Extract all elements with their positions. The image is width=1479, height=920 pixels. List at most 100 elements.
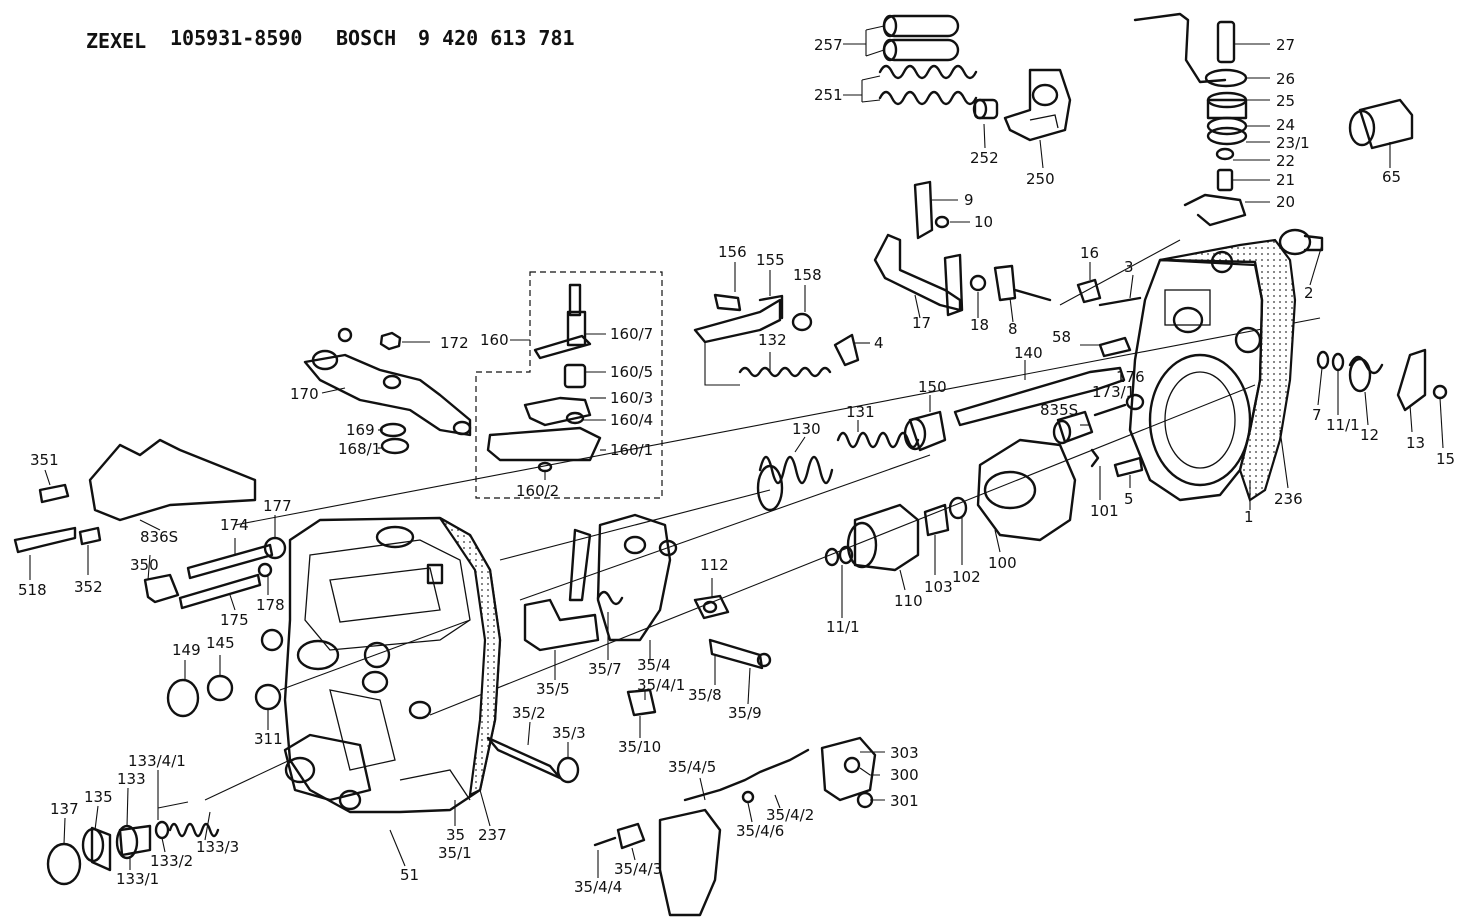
pump-housing bbox=[283, 516, 502, 814]
label-25: 25 bbox=[1276, 92, 1295, 110]
label-133-1: 133/1 bbox=[116, 870, 159, 888]
label-145: 145 bbox=[206, 634, 235, 652]
label-102: 102 bbox=[952, 568, 981, 586]
label-26: 26 bbox=[1276, 70, 1295, 88]
label-17: 17 bbox=[912, 314, 931, 332]
label-160-3: 160/3 bbox=[610, 389, 653, 407]
label-2: 2 bbox=[1304, 284, 1314, 302]
top-right-governor-parts bbox=[1133, 12, 1414, 227]
label-135: 135 bbox=[84, 788, 113, 806]
label-303: 303 bbox=[890, 744, 919, 762]
label-35-4-1: 35/4/1 bbox=[637, 676, 685, 694]
label-100: 100 bbox=[988, 554, 1017, 572]
label-300: 300 bbox=[890, 766, 919, 784]
header-make-zexel: ZEXEL bbox=[86, 29, 146, 53]
flyweight-assembly bbox=[693, 438, 1077, 620]
label-35-1: 35/1 bbox=[438, 844, 472, 862]
part-labels: 257 251 252 250 27 26 25 24 23/1 22 21 2… bbox=[18, 36, 1455, 896]
label-35-4-3: 35/4/3 bbox=[614, 860, 662, 878]
label-5: 5 bbox=[1124, 490, 1134, 508]
label-4: 4 bbox=[874, 334, 884, 352]
label-168-1: 168/1 bbox=[338, 440, 381, 458]
label-51: 51 bbox=[400, 866, 419, 884]
label-10: 10 bbox=[974, 213, 993, 231]
label-35-4: 35/4 bbox=[637, 656, 671, 674]
label-35-2: 35/2 bbox=[512, 704, 546, 722]
lever-group-35 bbox=[486, 513, 772, 784]
label-112: 112 bbox=[700, 556, 729, 574]
label-103: 103 bbox=[924, 578, 953, 596]
label-178: 178 bbox=[256, 596, 285, 614]
label-12: 12 bbox=[1360, 426, 1379, 444]
label-155: 155 bbox=[756, 251, 785, 269]
label-35-3: 35/3 bbox=[552, 724, 586, 742]
label-175: 175 bbox=[220, 611, 249, 629]
part-257-sleeves bbox=[882, 14, 960, 62]
label-237: 237 bbox=[478, 826, 507, 844]
label-21: 21 bbox=[1276, 171, 1295, 189]
label-251: 251 bbox=[814, 86, 843, 104]
label-7: 7 bbox=[1312, 406, 1322, 424]
label-177: 177 bbox=[263, 497, 292, 515]
header-make-bosch: BOSCH bbox=[336, 26, 396, 50]
right-side-small-parts bbox=[1052, 336, 1448, 478]
governor-group-box bbox=[475, 271, 663, 499]
governor-parts-group bbox=[486, 283, 602, 473]
label-35-4-2: 35/4/2 bbox=[766, 806, 814, 824]
label-176: 176 bbox=[1116, 368, 1145, 386]
label-160-1: 160/1 bbox=[610, 441, 653, 459]
label-836s: 836S bbox=[140, 528, 178, 546]
part-65-sleeve bbox=[1348, 98, 1414, 150]
label-15: 15 bbox=[1436, 450, 1455, 468]
label-174: 174 bbox=[220, 516, 249, 534]
label-110: 110 bbox=[894, 592, 923, 610]
label-160-4: 160/4 bbox=[610, 411, 653, 429]
label-137: 137 bbox=[50, 800, 79, 818]
label-11-1-left: 11/1 bbox=[826, 618, 860, 636]
label-160-5: 160/5 bbox=[610, 363, 653, 381]
label-835s: 835S bbox=[1040, 401, 1078, 419]
label-250: 250 bbox=[1026, 170, 1055, 188]
label-172: 172 bbox=[440, 334, 469, 352]
label-35: 35 bbox=[446, 826, 465, 844]
label-27: 27 bbox=[1276, 36, 1295, 54]
label-160-2: 160/2 bbox=[516, 482, 559, 500]
label-158: 158 bbox=[793, 266, 822, 284]
label-133: 133 bbox=[117, 770, 146, 788]
label-35-4-6: 35/4/6 bbox=[736, 822, 784, 840]
label-149: 149 bbox=[172, 641, 201, 659]
label-301: 301 bbox=[890, 792, 919, 810]
label-350: 350 bbox=[130, 556, 159, 574]
assembly-axis-lines bbox=[204, 239, 1321, 801]
label-160: 160 bbox=[480, 331, 509, 349]
label-16: 16 bbox=[1080, 244, 1099, 262]
part-251-springs bbox=[878, 64, 978, 106]
label-35-7: 35/7 bbox=[588, 660, 622, 678]
label-132: 132 bbox=[758, 331, 787, 349]
label-131: 131 bbox=[846, 403, 875, 421]
label-35-4-5: 35/4/5 bbox=[668, 758, 716, 776]
label-65: 65 bbox=[1382, 168, 1401, 186]
label-35-10: 35/10 bbox=[618, 738, 661, 756]
label-11-1-right: 11/1 bbox=[1326, 416, 1360, 434]
label-236: 236 bbox=[1274, 490, 1303, 508]
label-140: 140 bbox=[1014, 344, 1043, 362]
label-24: 24 bbox=[1276, 116, 1295, 134]
end-housing bbox=[1128, 238, 1297, 502]
header-part-number-bosch: 9 420 613 781 bbox=[418, 26, 575, 50]
label-8: 8 bbox=[1008, 320, 1018, 338]
label-351: 351 bbox=[30, 451, 59, 469]
label-23-1: 23/1 bbox=[1276, 134, 1310, 152]
label-518: 518 bbox=[18, 581, 47, 599]
label-9: 9 bbox=[964, 191, 974, 209]
part-35-4-group bbox=[593, 736, 877, 917]
label-18: 18 bbox=[970, 316, 989, 334]
label-1: 1 bbox=[1244, 508, 1254, 526]
shaft-and-springs bbox=[756, 366, 1126, 512]
part-133-group bbox=[46, 820, 220, 886]
control-lever-parts bbox=[873, 180, 1324, 317]
label-170: 170 bbox=[290, 385, 319, 403]
label-156: 156 bbox=[718, 243, 747, 261]
label-252: 252 bbox=[970, 149, 999, 167]
